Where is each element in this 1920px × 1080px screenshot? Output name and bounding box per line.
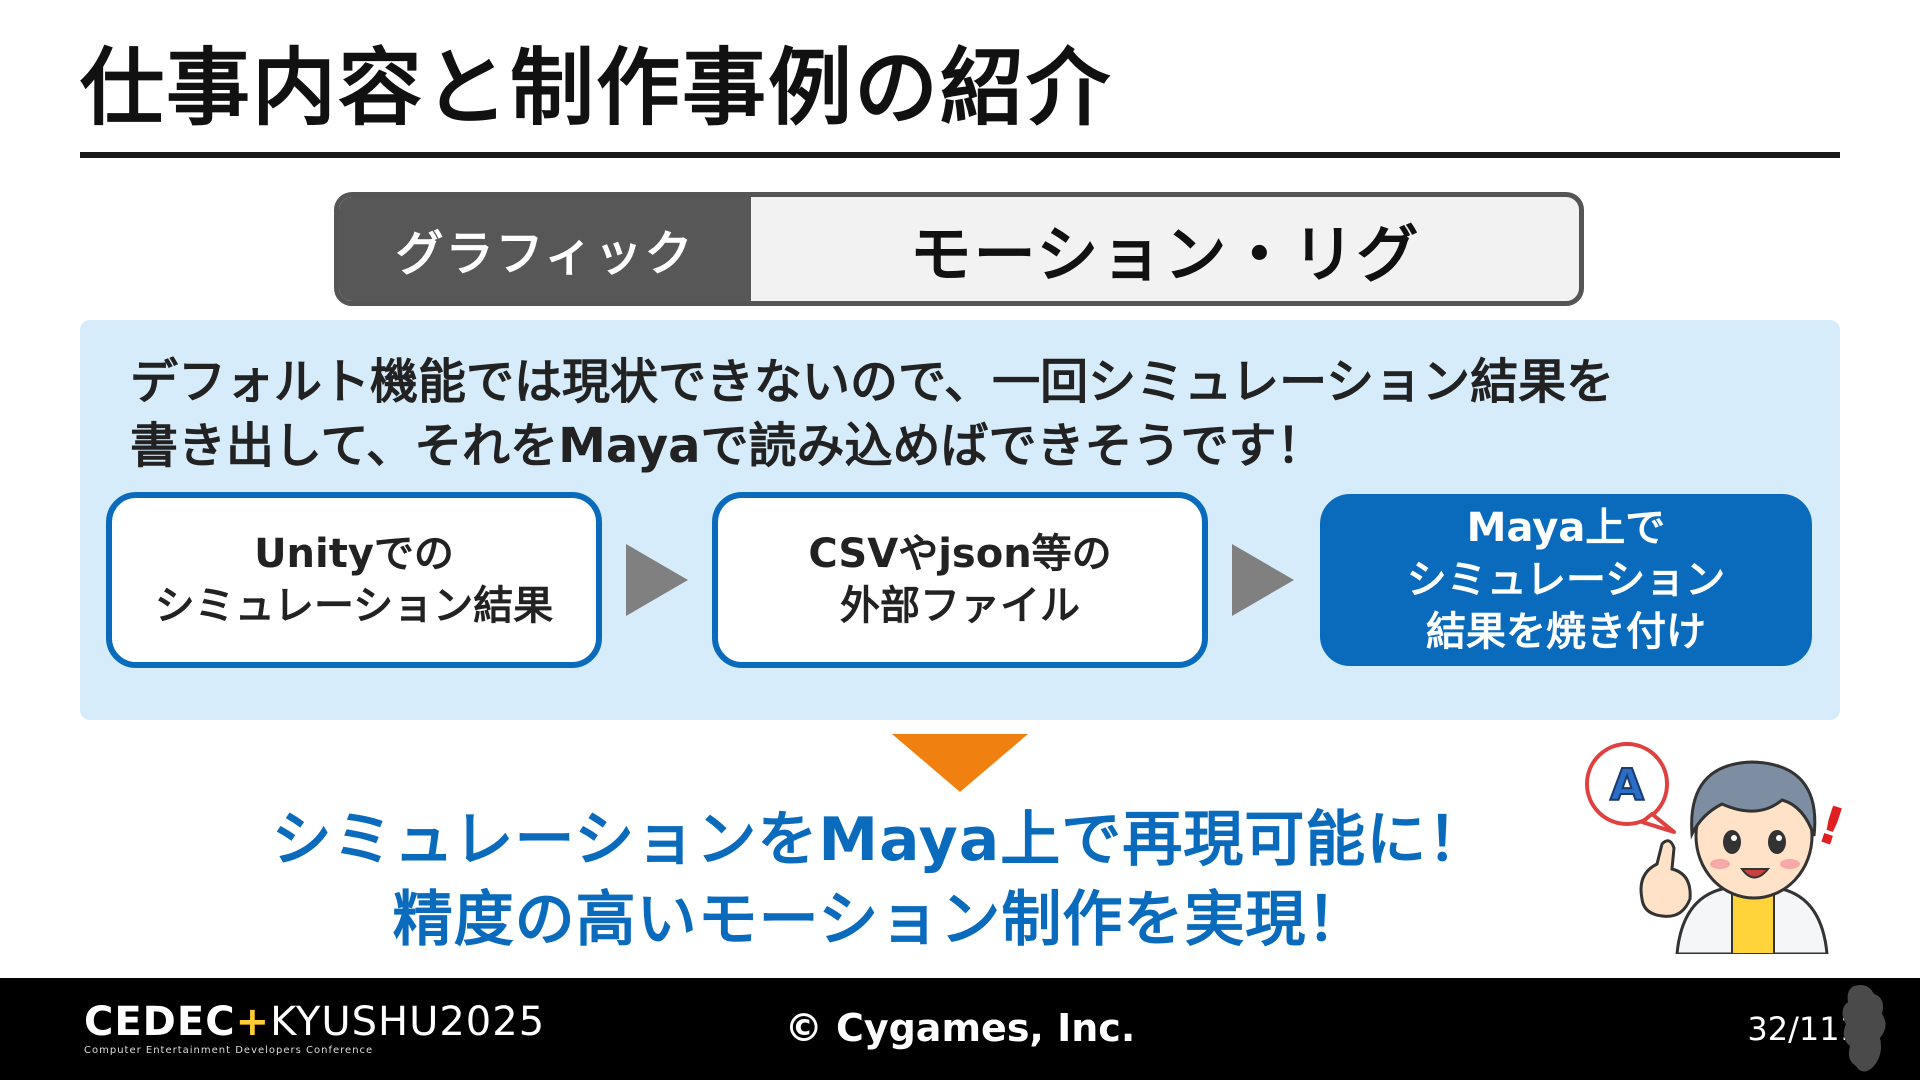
category-box: グラフィック モーション・リグ <box>334 192 1584 306</box>
title-underline <box>80 152 1840 158</box>
flow-arrow-icon <box>1232 544 1294 616</box>
bubble-letter: A <box>1610 760 1644 811</box>
conclusion-line-2: 精度の高いモーション制作を実現！ <box>200 880 1560 960</box>
explanation-line-2: 書き出して、それをMayaで読み込めばできそうです！ <box>130 414 1820 478</box>
conclusion-text: シミュレーションをMaya上で再現可能に！ 精度の高いモーション制作を実現！ <box>200 800 1560 960</box>
category-label: グラフィック <box>339 197 751 301</box>
slide-title: 仕事内容と制作事例の紹介 <box>80 38 1112 139</box>
flow-step-line: 外部ファイル <box>840 580 1080 632</box>
explanation-panel: デフォルト機能では現状できないので、一回シミュレーション結果を 書き出して、それ… <box>80 320 1840 720</box>
flow-step-line: CSVやjson等の <box>808 528 1111 580</box>
flow-arrow-icon <box>626 544 688 616</box>
kyushu-map-icon <box>1834 980 1892 1078</box>
footer-bar: CEDEC+KYUSHU2025 Computer Entertainment … <box>0 978 1920 1080</box>
flow-step-line: 結果を焼き付け <box>1426 606 1706 658</box>
flow-step-maya: Maya上で シミュレーション 結果を焼き付け <box>1320 494 1812 666</box>
flow-step-line: シミュレーション <box>1407 554 1725 606</box>
flow-step-unity: Unityでの シミュレーション結果 <box>106 492 602 668</box>
explanation-line-1: デフォルト機能では現状できないので、一回シミュレーション結果を <box>130 350 1820 414</box>
copyright-text: © Cygames, Inc. <box>0 1006 1920 1050</box>
character-illustration: A ! <box>1582 724 1844 954</box>
down-arrow-icon <box>892 734 1028 792</box>
flow-step-file: CSVやjson等の 外部ファイル <box>712 492 1208 668</box>
flow-step-line: シミュレーション結果 <box>155 580 553 632</box>
explanation-text: デフォルト機能では現状できないので、一回シミュレーション結果を 書き出して、それ… <box>130 350 1820 478</box>
flow-step-line: Unityでの <box>254 528 454 580</box>
conclusion-line-1: シミュレーションをMaya上で再現可能に！ <box>200 800 1560 880</box>
flow-step-line: Maya上で <box>1467 502 1666 554</box>
category-value: モーション・リグ <box>751 197 1579 301</box>
speech-bubble-icon: A <box>1587 744 1674 832</box>
